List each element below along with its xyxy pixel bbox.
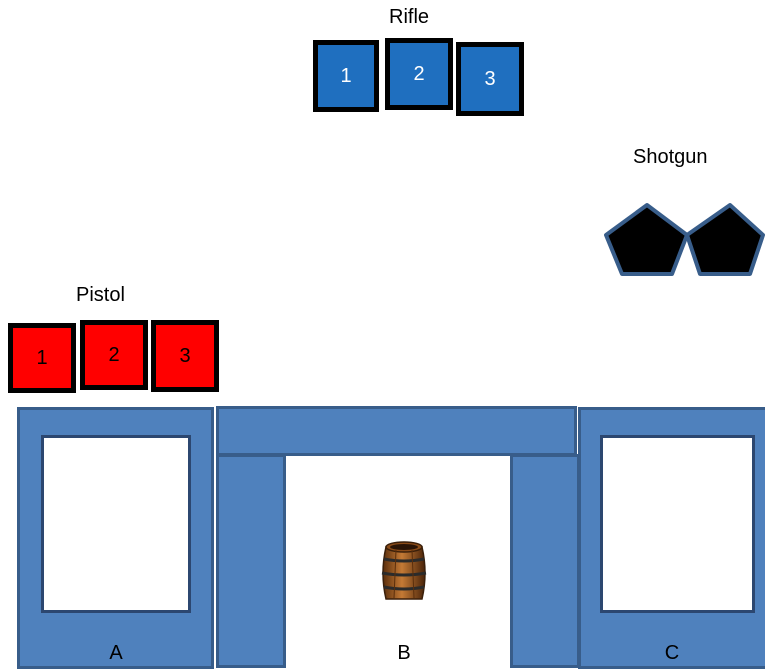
pistol-label: Pistol <box>76 284 125 307</box>
shotgun-label: Shotgun <box>633 146 708 169</box>
pistol-target-3: 3 <box>151 320 219 392</box>
station-c-window <box>600 435 755 613</box>
rifle-target-1: 1 <box>313 40 379 112</box>
rifle-target-2: 2 <box>385 38 453 110</box>
pistol-target-3-number: 3 <box>179 345 190 368</box>
station-c-label: C <box>652 642 692 665</box>
pistol-target-1-number: 1 <box>36 347 47 370</box>
rifle-label: Rifle <box>389 6 429 29</box>
rifle-target-1-number: 1 <box>340 65 351 88</box>
shotgun-target-1-pentagon-icon <box>606 205 687 274</box>
station-b-right-post <box>510 454 580 668</box>
shotgun-targets <box>600 200 765 280</box>
pistol-target-1: 1 <box>8 323 76 393</box>
pistol-target-2: 2 <box>80 320 148 390</box>
pistol-target-2-number: 2 <box>108 344 119 367</box>
shotgun-target-2-pentagon-icon <box>687 205 763 274</box>
rifle-target-2-number: 2 <box>413 63 424 86</box>
station-a-window <box>41 435 191 613</box>
station-a-label: A <box>96 642 136 665</box>
station-b-lintel <box>216 406 577 456</box>
station-b-left-post <box>216 454 286 668</box>
station-b-label: B <box>384 642 424 665</box>
rifle-target-3: 3 <box>456 42 524 116</box>
barrel-icon <box>380 541 428 605</box>
rifle-target-3-number: 3 <box>484 68 495 91</box>
